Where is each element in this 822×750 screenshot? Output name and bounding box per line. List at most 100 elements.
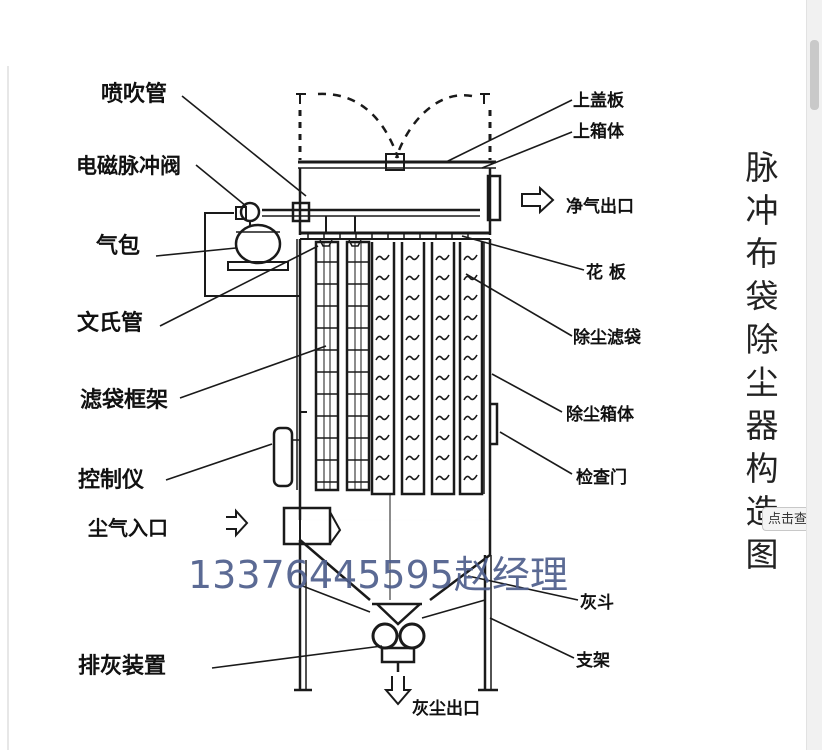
filter-bag-texture [406,355,419,360]
filter-bag-texture [464,375,477,380]
label-inspection-door: 检查门 [576,463,627,488]
air-bag-tank [236,225,280,263]
filter-bag-texture [406,395,419,400]
label-clean-outlet: 净气出口 [566,192,634,217]
filter-bag-texture [436,355,449,360]
label-dust-outlet: 灰尘出口 [412,694,480,719]
leader-solenoid [196,165,246,206]
discharger-funnel [377,604,420,624]
filter-bag-texture [436,395,449,400]
label-ash-discharge: 排灰装置 [78,648,166,680]
brace-right [422,600,485,618]
contact-watermark: 13376445595赵经理 [188,544,568,599]
filter-bag-texture [464,355,477,360]
dust-inlet-arrow [226,511,247,535]
filter-bag-texture [406,375,419,380]
leader-air-bag [156,248,236,256]
label-dust-box: 除尘箱体 [566,400,634,425]
filter-bag-texture [376,395,389,400]
leader-support [490,618,574,658]
filter-bag-texture [406,455,419,460]
filter-bag-texture [464,395,477,400]
filter-cage-2-outline [347,242,369,490]
filter-bag-texture [464,415,477,420]
filter-bag-texture [376,435,389,440]
filter-bag-texture [376,415,389,420]
label-support: 支架 [576,646,610,671]
filter-bag-texture [376,355,389,360]
label-ash-hopper: 灰斗 [580,588,614,613]
filter-cage-1-outline [316,242,338,490]
filter-bag-texture [406,255,419,260]
filter-bag-texture [436,415,449,420]
filter-bag-texture [406,275,419,280]
dust-inlet-duct [284,508,330,544]
filter-bag-texture [376,455,389,460]
lid-hinge-left [296,94,306,104]
filter-bag-texture [436,455,449,460]
leader-venturi [160,246,318,326]
leader-dust-box [492,374,562,412]
leader-blow-pipe [182,96,306,196]
filter-bag-texture [436,255,449,260]
filter-bag-texture [406,415,419,420]
leader-ash-discharge [212,646,382,668]
label-blow-pipe: 喷吹管 [101,76,167,108]
label-dust-inlet: 尘气入口 [88,512,168,541]
scrollbar-thumb[interactable] [810,40,819,110]
label-top-cover: 上盖板 [573,86,624,111]
leader-controller [166,444,272,480]
label-air-bag: 气包 [96,228,140,260]
leader-inspection [500,432,572,474]
filter-bag-texture [376,475,389,480]
lid-arc-right [396,95,472,158]
discharger-base [382,648,414,662]
filter-bag-texture [376,255,389,260]
filter-bag-texture [436,315,449,320]
lid-arc-left [318,94,398,158]
filter-bag-texture [464,335,477,340]
leader-filter-cage [180,346,326,398]
filter-bag-texture [464,435,477,440]
filter-bag-texture [406,335,419,340]
dust-inlet-flare [330,512,340,544]
label-upper-box: 上箱体 [573,117,624,142]
filter-bag-texture [376,335,389,340]
filter-bag-texture [376,315,389,320]
filter-bag-texture [436,335,449,340]
filter-bag-texture [406,295,419,300]
filter-bag-texture [406,315,419,320]
leader-top-cover [446,100,572,162]
filter-bag-texture [436,435,449,440]
filter-bag-texture [464,295,477,300]
filter-bag-texture [436,375,449,380]
scrollbar[interactable] [806,0,822,750]
label-venturi: 文氏管 [77,305,143,337]
filter-bag-texture [464,455,477,460]
filter-bag-texture [436,275,449,280]
filter-bag-texture [436,295,449,300]
lid-hinge-right [480,94,490,104]
filter-bag-texture [376,295,389,300]
filter-bag-texture [376,275,389,280]
discharger-left-wheel [373,624,397,648]
label-controller: 控制仪 [78,462,144,494]
dust-outlet-arrow [386,676,410,704]
filter-bag-texture [464,255,477,260]
filter-bag-texture [376,375,389,380]
filter-bag-texture [464,315,477,320]
label-tube-sheet: 花 板 [586,258,626,283]
filter-bag-texture [464,475,477,480]
filter-bag-texture [436,475,449,480]
label-filter-cage: 滤袋框架 [80,382,168,414]
leader-tube-sheet [462,236,584,270]
discharger-right-wheel [400,624,424,648]
clean-outlet-arrow [522,188,553,212]
label-filter-bag: 除尘滤袋 [573,323,641,348]
label-solenoid-valve: 电磁脉冲阀 [76,150,181,180]
filter-bag-texture [406,435,419,440]
filter-bag-texture [406,475,419,480]
controller-box [274,428,292,486]
